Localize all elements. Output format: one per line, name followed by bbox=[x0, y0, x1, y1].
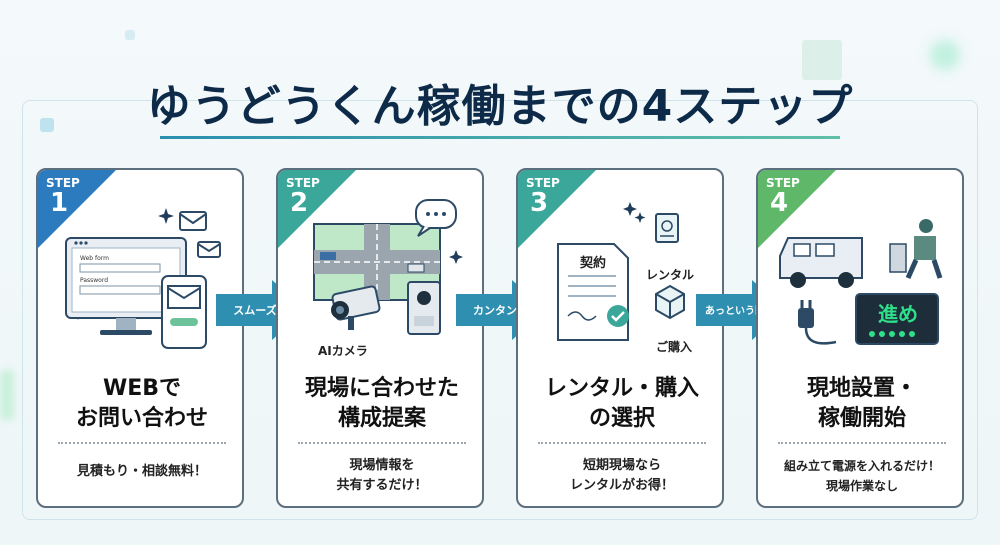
rental-document-icon bbox=[655, 213, 679, 243]
step-title-line: お問い合わせ bbox=[75, 406, 208, 431]
mail-icon bbox=[179, 211, 221, 258]
contract-document-icon bbox=[557, 243, 629, 341]
step-label: STEP bbox=[766, 176, 800, 190]
camera-label: AIカメラ bbox=[318, 344, 368, 358]
arrow-label: あっという間 bbox=[705, 306, 765, 317]
power-plug-icon bbox=[798, 300, 837, 345]
worker-icon bbox=[889, 219, 943, 280]
step-desc-line: 組み立て電源を入れるだけ！ bbox=[783, 459, 940, 473]
step-description: 見積もり・相談無料！ bbox=[38, 462, 242, 482]
step-desc-line: 共有するだけ！ bbox=[336, 478, 428, 493]
edge-device-icon bbox=[407, 281, 441, 335]
rental-label: レンタル bbox=[646, 268, 695, 282]
step-desc-line: 現場情報を bbox=[349, 458, 415, 473]
step-title-line: 現地設置・ bbox=[806, 376, 917, 401]
contract-illustration bbox=[557, 202, 685, 341]
step-title-line: 稼働開始 bbox=[817, 406, 906, 431]
step-title-line: の選択 bbox=[588, 406, 655, 431]
step-label: STEP bbox=[46, 176, 80, 190]
arrow-label: カンタン bbox=[473, 304, 517, 317]
chat-bubble-icon bbox=[415, 199, 457, 237]
title-underline bbox=[160, 136, 840, 139]
step-desc-line: 見積もり・相談無料！ bbox=[76, 464, 207, 479]
step-desc-line: 短期現場なら bbox=[582, 458, 661, 473]
step-desc-line: レンタルがお得！ bbox=[569, 478, 674, 493]
step-title: 現場に合わせた 構成提案 bbox=[278, 374, 482, 434]
web-inquiry-illustration: Web form Password bbox=[65, 208, 221, 349]
display-text: 進め bbox=[878, 302, 918, 326]
intersection-map-icon bbox=[313, 223, 441, 301]
step-number: 2 bbox=[290, 188, 309, 218]
step-card-3: STEP 3 契約 レンタル ご購入 レンタル・購入 bbox=[516, 168, 724, 508]
step-title-line: WEBで bbox=[102, 376, 182, 401]
step-number: 4 bbox=[770, 188, 789, 218]
window-label: Web form bbox=[80, 255, 109, 262]
field-label: Password bbox=[80, 277, 108, 284]
step-title: 現地設置・ 稼働開始 bbox=[758, 374, 962, 434]
deco-square bbox=[0, 370, 14, 420]
dotted-divider bbox=[58, 442, 226, 444]
step-title-line: 現場に合わせた bbox=[304, 376, 459, 401]
step-description: 組み立て電源を入れるだけ！ 現場作業なし bbox=[758, 456, 962, 496]
page-title: ゆうどうくん稼働までの4ステップ bbox=[146, 81, 854, 132]
purchase-label: ご購入 bbox=[656, 340, 693, 354]
dotted-divider bbox=[538, 442, 706, 444]
step-label: STEP bbox=[286, 176, 320, 190]
ai-camera-icon bbox=[331, 285, 381, 330]
dotted-divider bbox=[778, 442, 946, 444]
van-icon bbox=[779, 237, 863, 288]
step-title-line: レンタル・購入 bbox=[544, 376, 699, 401]
arrow-label: スムーズ bbox=[233, 304, 277, 317]
step-number: 1 bbox=[50, 188, 69, 218]
step-description: 現場情報を 共有するだけ！ bbox=[278, 456, 482, 496]
step-title-line: 構成提案 bbox=[337, 406, 426, 431]
step-card-2: STEP 2 bbox=[276, 168, 484, 508]
deco-square bbox=[930, 40, 960, 70]
step-title: WEBで お問い合わせ bbox=[38, 374, 242, 434]
signal-display-icon bbox=[855, 293, 939, 345]
step-description: 短期現場なら レンタルがお得！ bbox=[518, 456, 722, 496]
step-label: STEP bbox=[526, 176, 560, 190]
step-card-1: STEP 1 Web form Password WEBで お問い合わせ bbox=[36, 168, 244, 508]
deco-square bbox=[802, 40, 842, 80]
sparkle-icon bbox=[623, 202, 646, 223]
dotted-divider bbox=[298, 442, 466, 444]
proposal-illustration bbox=[313, 199, 463, 335]
step-number: 3 bbox=[530, 188, 549, 218]
installation-illustration bbox=[779, 219, 943, 345]
deco-square bbox=[40, 118, 54, 132]
deco-square bbox=[125, 30, 135, 40]
purchase-box-icon bbox=[655, 284, 685, 320]
step-desc-line: 現場作業なし bbox=[825, 479, 898, 493]
content-frame bbox=[22, 100, 978, 520]
contract-label: 契約 bbox=[580, 256, 607, 271]
step-title: レンタル・購入 の選択 bbox=[518, 374, 722, 434]
step-card-4: STEP 4 bbox=[756, 168, 964, 508]
sparkle-icon bbox=[449, 250, 463, 264]
